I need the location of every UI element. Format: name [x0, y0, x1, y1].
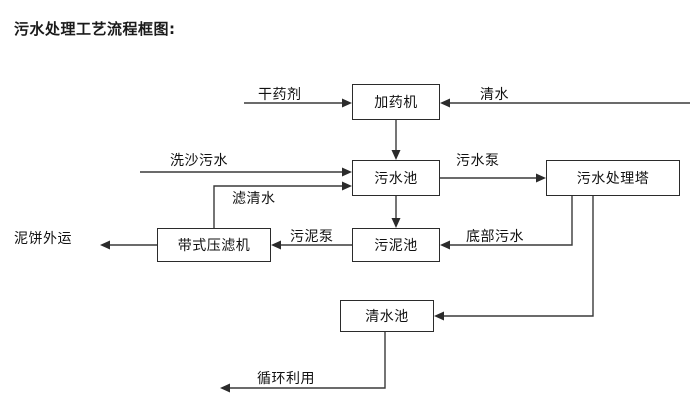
arrowhead-dosing-to-wastewater-pool: [391, 150, 401, 160]
arrowhead-wastewater-to-sludge: [391, 218, 401, 228]
edge-tower-to-clean-water-pool: [440, 196, 594, 317]
node-belt-filter-press[interactable]: 带式压滤机: [157, 228, 271, 262]
arrowhead-recycle: [220, 383, 230, 393]
arrowhead-tower-to-clean-water: [434, 311, 444, 321]
edge-label-recycle-reuse: 循环利用: [257, 371, 315, 387]
edge-label-bottom-sewage: 底部污水: [466, 229, 524, 245]
edge-label-filtered-water: 滤清水: [232, 191, 276, 207]
edge-label-sludge-pump: 污泥泵: [290, 229, 334, 245]
arrowhead-bottom-sewage: [440, 240, 450, 250]
node-label-wastewater-pool: 污水池: [374, 171, 418, 187]
edge-label-dry-chemical: 干药剂: [258, 87, 302, 103]
node-label-dosing-machine: 加药机: [374, 95, 418, 111]
node-label-clean-water-pool: 清水池: [365, 309, 409, 325]
node-sludge-pool[interactable]: 污泥池: [352, 228, 440, 262]
terminal-label-mud-cake-transport: 泥饼外运: [14, 231, 72, 247]
arrowhead-dry-chemical: [342, 98, 352, 108]
node-label-sludge-pool: 污泥池: [374, 238, 418, 254]
arrowhead-filtered-water: [342, 181, 352, 191]
node-wastewater-treatment-tower[interactable]: 污水处理塔: [546, 160, 680, 196]
arrowhead-sand-wash: [342, 167, 352, 177]
node-dosing-machine[interactable]: 加药机: [352, 84, 440, 120]
edge-label-sewage-pump: 污水泵: [456, 153, 500, 169]
edge-label-sand-wash-sewage: 洗沙污水: [170, 153, 228, 169]
arrowhead-mud-cake: [100, 240, 110, 250]
node-clean-water-pool[interactable]: 清水池: [340, 300, 434, 332]
node-wastewater-pool[interactable]: 污水池: [352, 160, 440, 196]
arrowhead-sewage-pump: [536, 173, 546, 183]
arrowhead-clean-water: [440, 98, 450, 108]
edge-label-clean-water-input: 清水: [480, 87, 509, 103]
arrowhead-sludge-pump: [271, 240, 281, 250]
page-title: 污水处理工艺流程框图:: [14, 20, 176, 38]
node-label-belt-filter-press: 带式压滤机: [177, 238, 251, 254]
node-label-wastewater-treatment-tower: 污水处理塔: [576, 171, 650, 187]
